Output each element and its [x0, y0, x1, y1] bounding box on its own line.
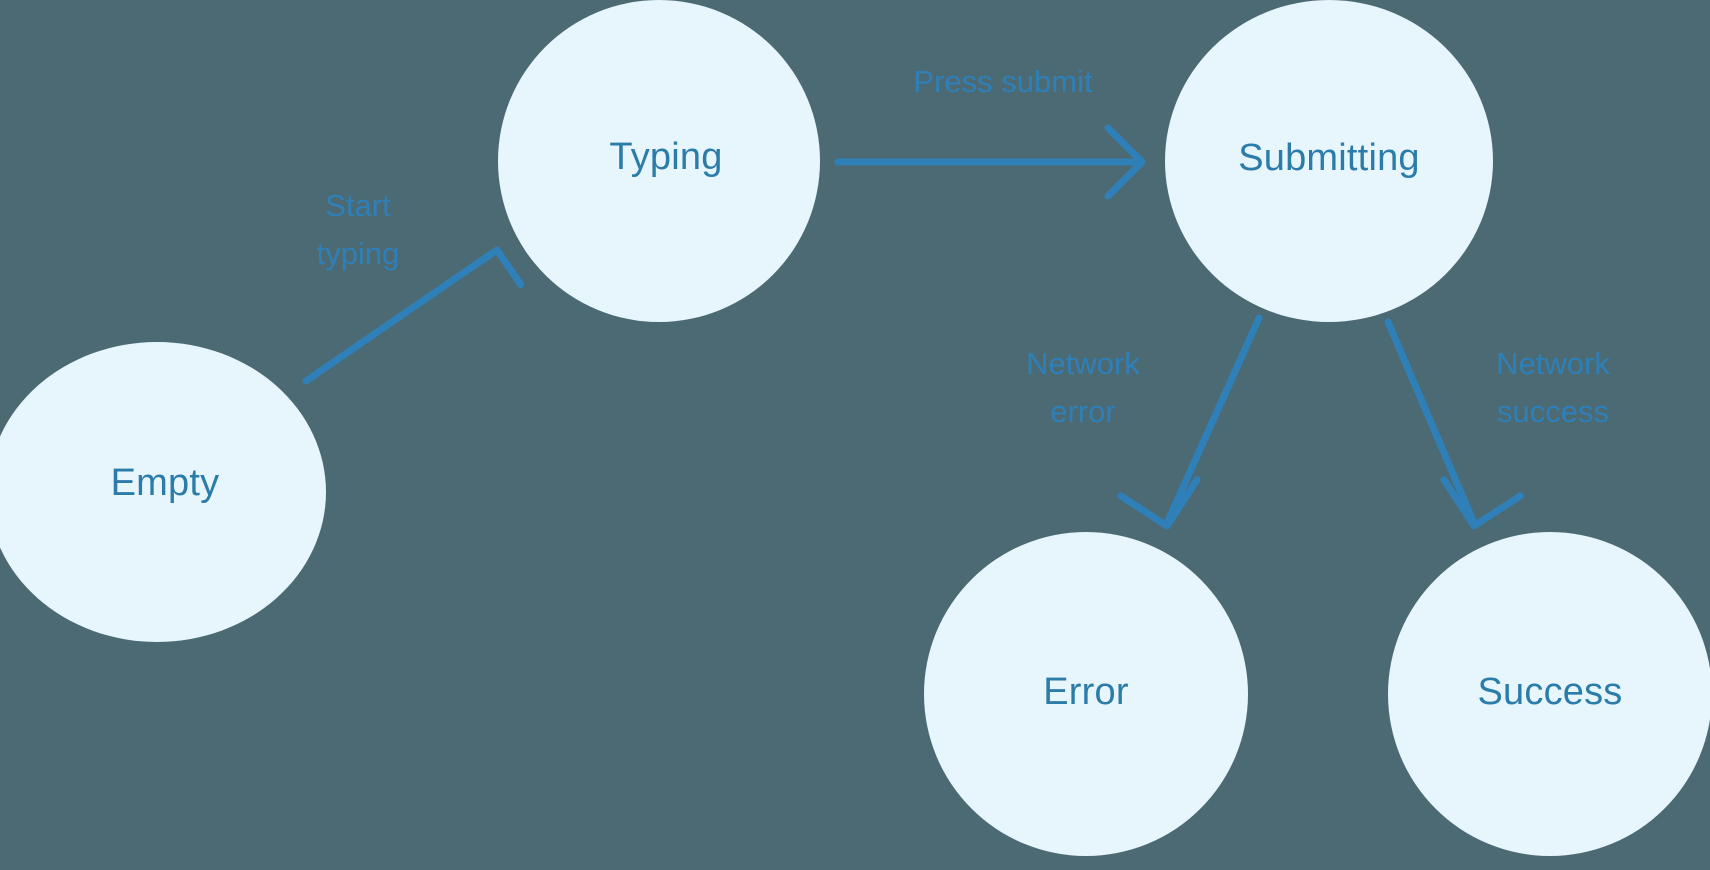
edge-label-network-error: Network error — [1026, 346, 1140, 430]
state-node-error-label: Error — [1043, 671, 1129, 714]
edge-label-network-success: Network success — [1496, 346, 1610, 430]
state-node-error[interactable]: Error — [924, 532, 1248, 856]
edge-label-press-submit: Press submit — [913, 64, 1093, 99]
state-node-submitting[interactable]: Submitting — [1165, 0, 1493, 322]
state-node-success[interactable]: Success — [1388, 532, 1710, 856]
state-node-typing-label: Typing — [609, 136, 723, 179]
state-node-success-label: Success — [1477, 671, 1623, 714]
edge-label-start-typing: Start typing — [316, 188, 400, 272]
state-node-typing[interactable]: Typing — [498, 0, 820, 322]
state-node-empty[interactable]: Empty — [0, 342, 326, 642]
edge-press-submit — [834, 124, 1146, 200]
state-node-submitting-label: Submitting — [1238, 137, 1420, 180]
state-node-empty-label: Empty — [110, 462, 220, 505]
